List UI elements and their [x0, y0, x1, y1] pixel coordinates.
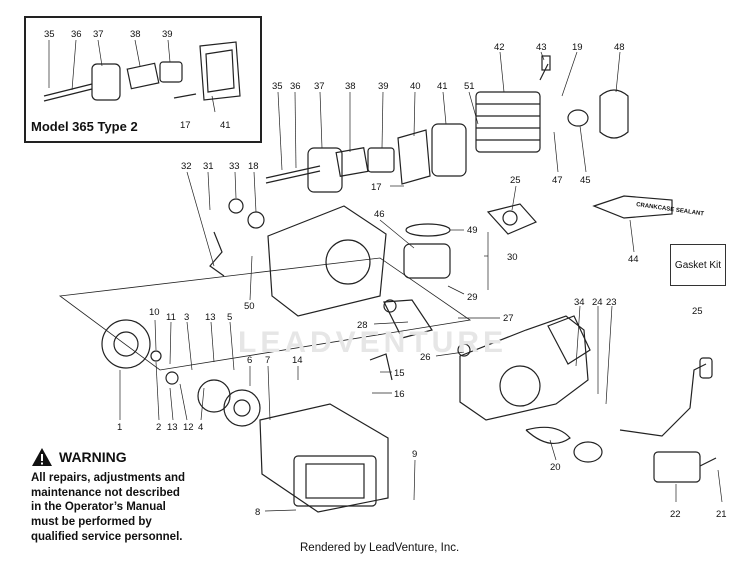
flywheel-starter-drawing	[58, 257, 472, 513]
callout-34: 34	[574, 297, 585, 308]
callout-1: 1	[117, 422, 122, 433]
callout-17: 17	[371, 182, 382, 193]
callout-27: 27	[503, 313, 514, 324]
leader-lines	[48, 39, 723, 512]
piston-crank-drawing	[383, 223, 471, 357]
callout-30: 30	[507, 252, 518, 263]
callout-6: 6	[247, 355, 252, 366]
callout-18: 18	[248, 161, 259, 172]
callout-39: 39	[378, 81, 389, 92]
callout-37: 37	[314, 81, 325, 92]
callout-28: 28	[357, 320, 368, 331]
gasket-drawing	[486, 203, 538, 235]
callout-10: 10	[149, 307, 160, 318]
footer-credit: Rendered by LeadVenture, Inc.	[300, 542, 460, 554]
callout-15: 15	[394, 368, 405, 379]
callout-9: 9	[412, 449, 417, 460]
callout-4: 4	[198, 422, 203, 433]
inset-title: Model 365 Type 2	[31, 119, 138, 134]
callout-7: 7	[265, 355, 270, 366]
sealant-tube-drawing	[592, 195, 673, 219]
callout-26: 26	[420, 352, 431, 363]
callout-inset-41: 41	[220, 120, 231, 131]
warning-text: All repairs, adjustments and maintenance…	[31, 472, 186, 543]
callout-45: 45	[580, 175, 591, 186]
gasket-kit-box: Gasket Kit	[670, 244, 726, 286]
callout-5: 5	[227, 312, 232, 323]
callout-19: 19	[572, 42, 583, 53]
callout-47: 47	[552, 175, 563, 186]
callout-31: 31	[203, 161, 214, 172]
callout-29: 29	[467, 292, 478, 303]
crankcase-left-drawing	[209, 198, 387, 317]
callout-11: 11	[166, 312, 176, 323]
callout-49: 49	[467, 225, 478, 236]
warning-triangle-icon	[32, 448, 52, 466]
cylinder-muffler-drawing	[265, 55, 629, 193]
sealant-tube-label: CRANKCASE SEALANT	[636, 202, 705, 217]
callout-inset-38: 38	[130, 29, 141, 40]
callout-8: 8	[255, 507, 260, 518]
callout-51: 51	[464, 81, 475, 92]
warning-heading-text: WARNING	[59, 449, 127, 465]
callout-13-top: 13	[205, 312, 216, 323]
callout-43: 43	[536, 42, 547, 53]
callout-22: 22	[670, 509, 681, 520]
callout-36: 36	[290, 81, 301, 92]
callout-46: 46	[374, 209, 385, 220]
callout-2: 2	[156, 422, 161, 433]
callout-inset-39: 39	[162, 29, 173, 40]
callout-50: 50	[244, 301, 255, 312]
callout-41: 41	[437, 81, 448, 92]
callout-3: 3	[184, 312, 189, 323]
callout-inset-37: 37	[93, 29, 104, 40]
callout-20: 20	[550, 462, 561, 473]
callout-inset-17: 17	[180, 120, 191, 131]
callout-44: 44	[628, 254, 639, 265]
callout-inset-36: 36	[71, 29, 82, 40]
ignition-drawing	[619, 357, 717, 483]
inset-parts-drawing	[43, 41, 241, 102]
watermark: LEADVENTURE	[238, 326, 508, 359]
callout-35: 35	[272, 81, 283, 92]
callout-42: 42	[494, 42, 505, 53]
callout-33: 33	[229, 161, 240, 172]
callout-labels: 35 36 37 38 39 17 41 42 43 19 48 35 36 3…	[44, 29, 727, 520]
inset-box	[24, 16, 262, 143]
gasket-kit-callout: 25	[692, 306, 703, 317]
callout-24: 24	[592, 297, 603, 308]
callout-14: 14	[292, 355, 303, 366]
callout-12: 12	[183, 422, 194, 433]
callout-38: 38	[345, 81, 356, 92]
callout-48: 48	[614, 42, 625, 53]
callout-21: 21	[716, 509, 727, 520]
callout-23: 23	[606, 297, 617, 308]
callout-16: 16	[394, 389, 405, 400]
gasket-kit-label: Gasket Kit	[674, 259, 722, 271]
callout-25: 25	[510, 175, 521, 186]
callout-inset-35: 35	[44, 29, 55, 40]
warning-block: WARNING All repairs, adjustments and mai…	[31, 447, 191, 545]
callout-40: 40	[410, 81, 421, 92]
callout-32: 32	[181, 161, 192, 172]
warning-heading: WARNING	[31, 447, 191, 467]
callout-13-bottom: 13	[167, 422, 178, 433]
crankcase-right-drawing	[459, 315, 603, 463]
